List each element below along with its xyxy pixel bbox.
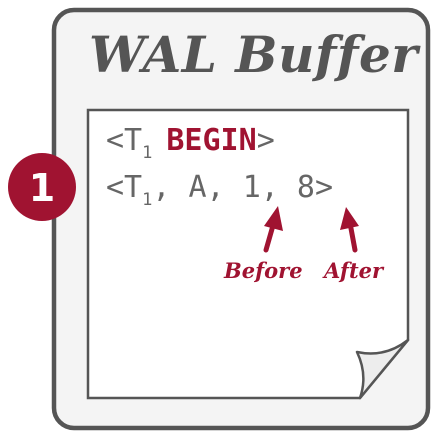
log-page — [86, 108, 410, 400]
record-separator: , — [261, 170, 297, 205]
arrow-up-icon — [263, 206, 283, 253]
txn-subscript: 1 — [142, 190, 152, 210]
svg-text:<T1, A, 1, 8>: <T1, A, 1, 8> — [106, 170, 333, 210]
record-close: > — [315, 170, 333, 205]
record-open: <T — [106, 170, 142, 205]
after-label: After — [322, 258, 385, 283]
step-badge: 1 — [8, 153, 76, 221]
record-open: <T — [106, 123, 142, 158]
txn-subscript: 1 — [142, 143, 152, 163]
after-value: 8 — [297, 170, 315, 205]
step-badge-number: 1 — [29, 166, 55, 210]
page-curl-icon — [355, 338, 410, 400]
record-close: > — [257, 123, 275, 158]
before-label: Before — [223, 258, 303, 283]
record-object: , A, — [152, 170, 242, 205]
step-badge-circle — [8, 153, 76, 221]
log-record-update: <T1, A, 1, 8> — [106, 170, 333, 210]
arrow-up-icon — [340, 207, 359, 253]
before-value: 1 — [243, 170, 261, 205]
wal-buffer-title: WAL Buffer — [89, 25, 421, 84]
begin-keyword: BEGIN — [166, 123, 256, 158]
log-record-begin: <T1 BEGIN> — [106, 123, 275, 163]
